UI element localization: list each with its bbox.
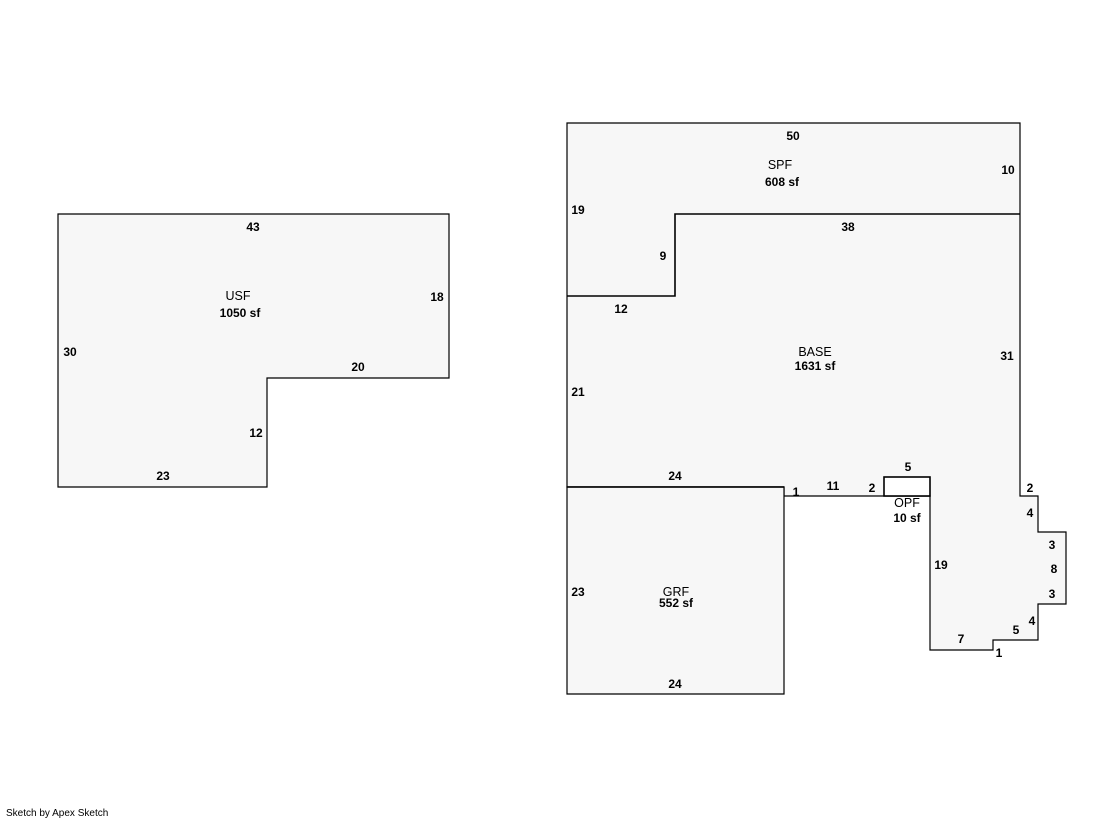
dimension-label: 3	[1049, 587, 1056, 601]
dimension-label: 31	[1000, 349, 1014, 363]
dimension-label: 20	[351, 360, 365, 374]
dimension-label: 24	[668, 469, 682, 483]
dimension-label: 5	[905, 460, 912, 474]
dimension-label: 19	[571, 203, 585, 217]
grf-size: 552 sf	[659, 596, 694, 610]
dimension-label: 23	[156, 469, 170, 483]
dimension-label: 50	[786, 129, 800, 143]
dimension-label: 18	[430, 290, 444, 304]
opf-size: 10 sf	[893, 511, 921, 525]
dimension-label: 7	[958, 632, 965, 646]
dimension-label: 11	[827, 479, 840, 493]
base-size: 1631 sf	[795, 359, 837, 373]
grf-label: GRF	[663, 585, 690, 599]
dimension-label: 10	[1001, 163, 1015, 177]
spf-size: 608 sf	[765, 175, 800, 189]
dimension-label: 4	[1029, 614, 1036, 628]
spf-label: SPF	[768, 158, 793, 172]
dimension-label: 4	[1027, 506, 1034, 520]
base-label: BASE	[798, 345, 831, 359]
dimension-label: 5	[1013, 623, 1020, 637]
dimension-label: 12	[249, 426, 263, 440]
usf-area	[57, 213, 450, 488]
dimension-label: 2	[869, 481, 876, 495]
opf-area	[883, 476, 931, 497]
dimension-label: 1	[793, 485, 800, 499]
usf-size: 1050 sf	[220, 306, 262, 320]
dimension-label: 43	[246, 220, 260, 234]
dimension-label: 19	[934, 558, 948, 572]
dimension-label: 9	[660, 249, 667, 263]
dimension-label: 1	[996, 646, 1003, 660]
footer-credit: Sketch by Apex Sketch	[6, 808, 109, 819]
dimension-label: 30	[63, 345, 77, 359]
dimension-label: 12	[614, 302, 628, 316]
dimension-label: 21	[571, 385, 585, 399]
spf-divider-line	[567, 213, 1020, 297]
dimension-label: 23	[571, 585, 585, 599]
dimension-label: 38	[841, 220, 855, 234]
opf-label: OPF	[894, 496, 920, 510]
usf-label: USF	[226, 289, 251, 303]
dimension-label: 3	[1049, 538, 1056, 552]
dimension-label: 8	[1051, 562, 1058, 576]
dimension-label: 2	[1027, 481, 1034, 495]
dimension-label: 24	[668, 677, 682, 691]
